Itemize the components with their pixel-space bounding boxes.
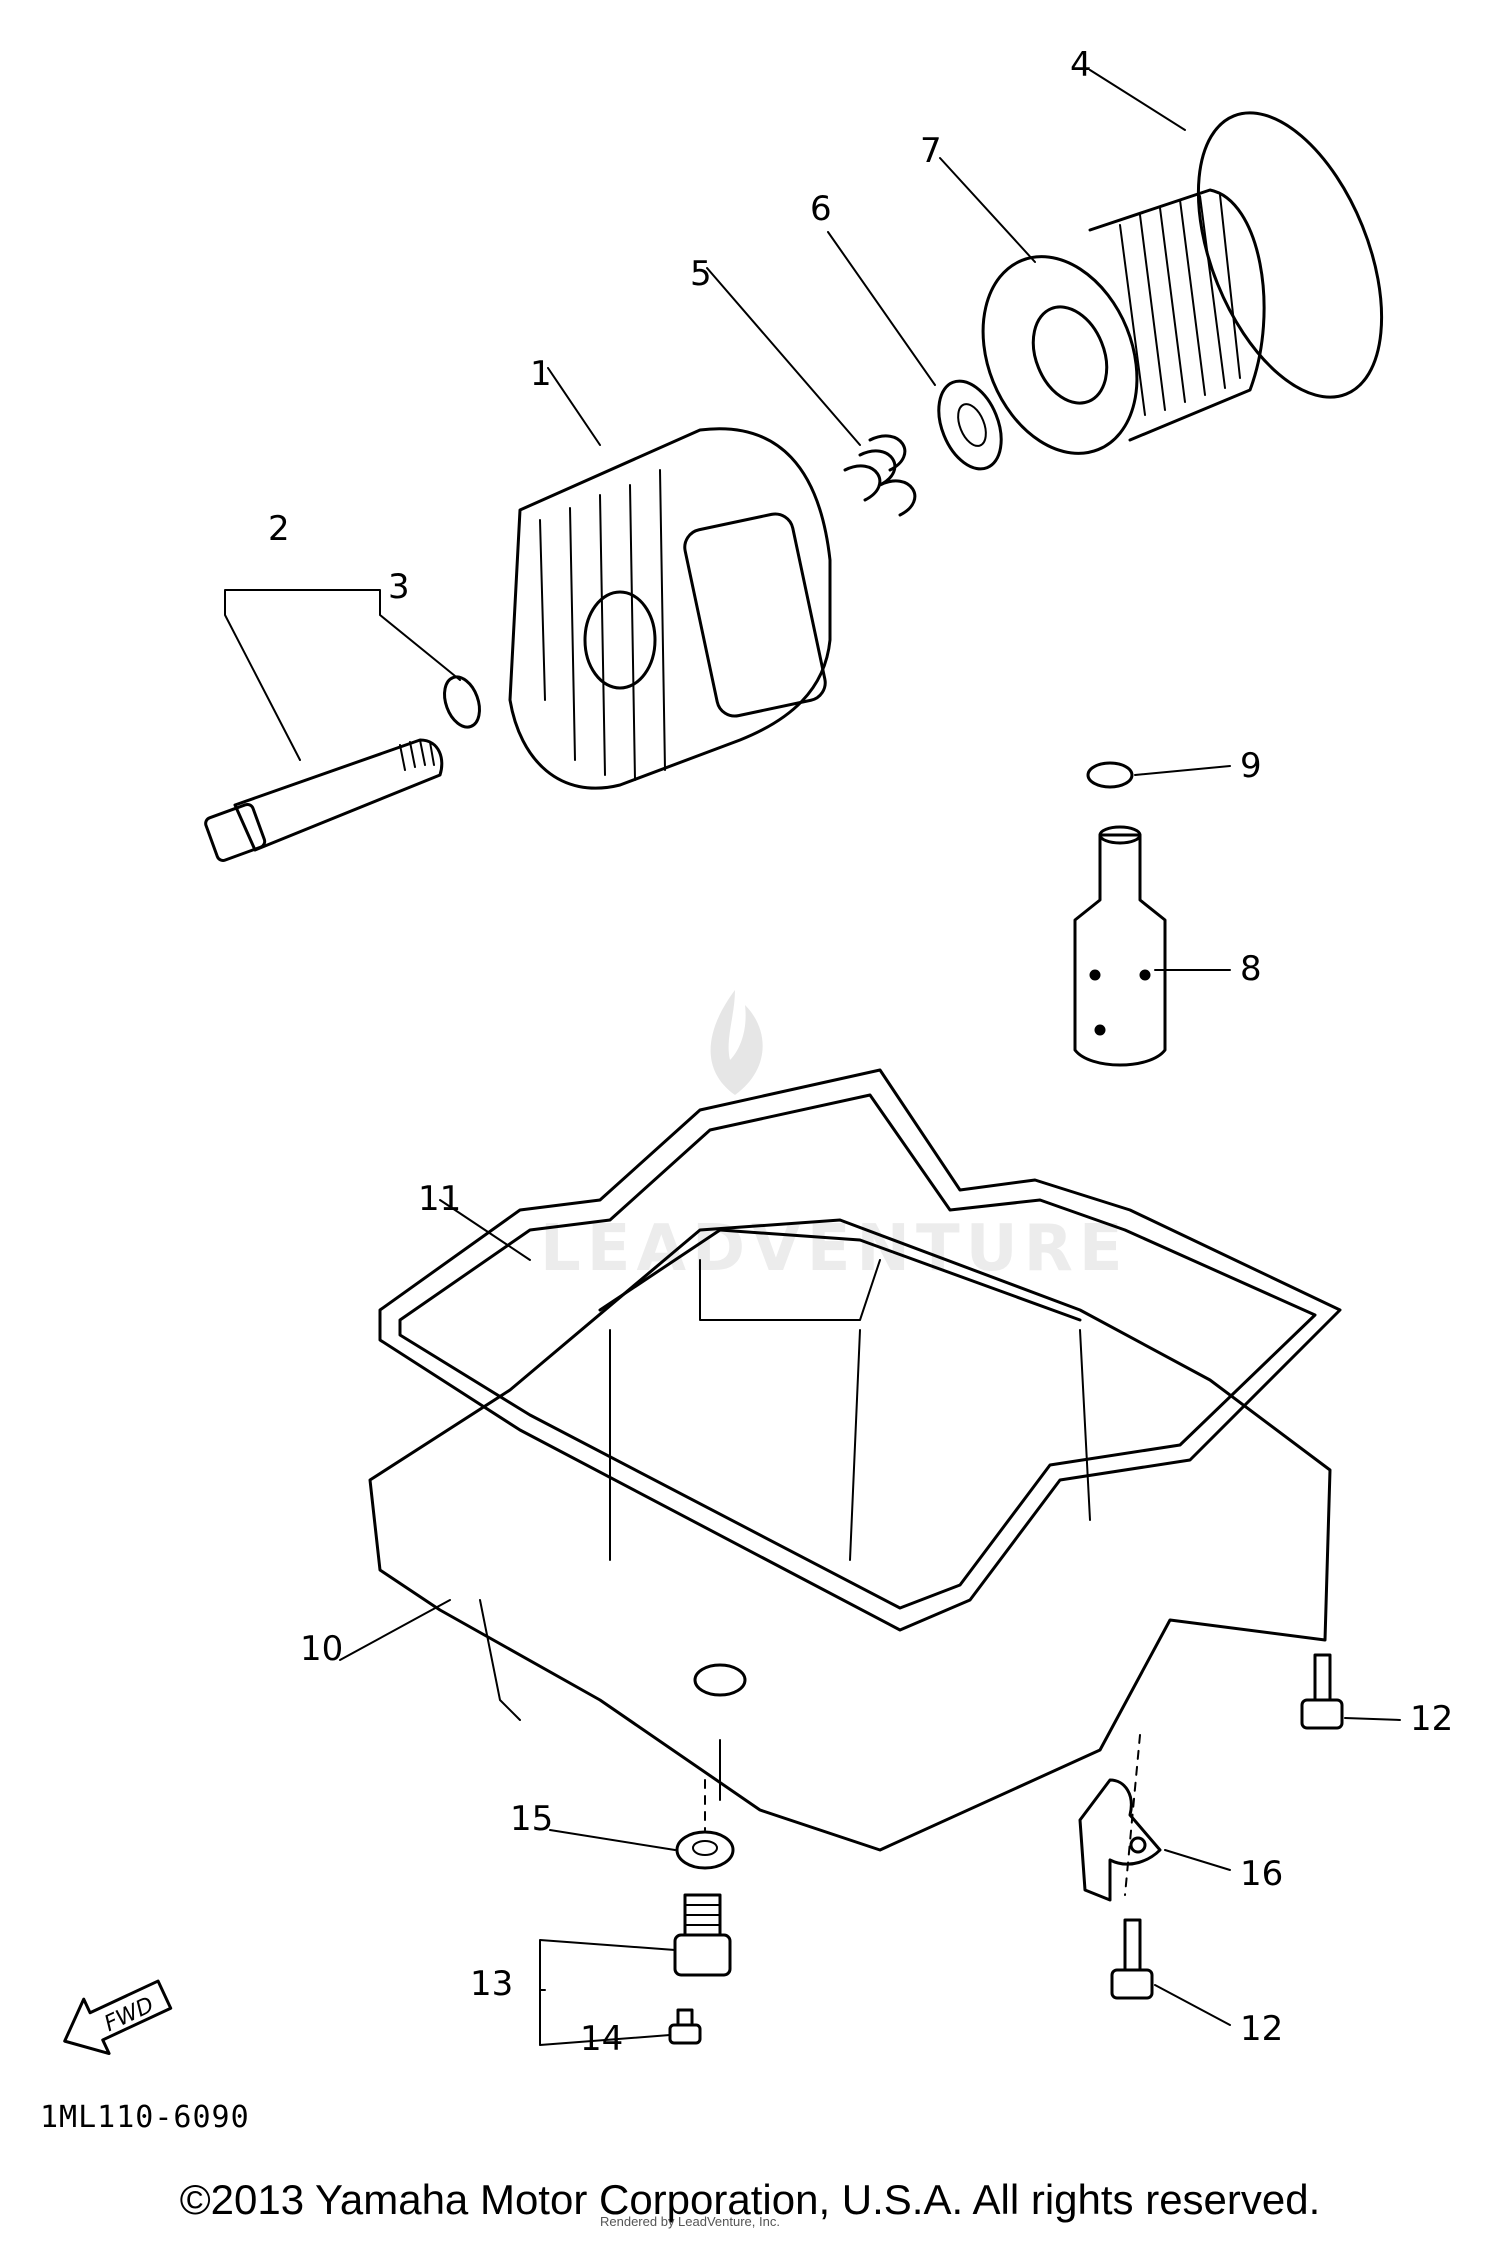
callout-5: 5 [690, 254, 712, 294]
callout-15: 15 [510, 1799, 553, 1839]
leader-lines [224, 69, 1401, 2046]
callout-10: 10 [300, 1629, 343, 1669]
attribution-text: Rendered by LeadVenture, Inc. [600, 2214, 780, 2229]
callout-12-lower: 12 [1240, 2009, 1283, 2049]
part-10-oil-pan [368, 1218, 1332, 1852]
part-12-bolt-upper [1300, 1653, 1344, 1730]
part-3-o-ring [443, 675, 481, 729]
callout-6: 6 [810, 189, 832, 229]
part-8-relief-valve [1073, 825, 1167, 1067]
fwd-arrow-icon: FWD [63, 1979, 173, 2056]
part-5-spring [843, 434, 917, 517]
part-4-o-ring [1196, 111, 1384, 399]
part-13-drain-bolt [673, 1893, 732, 1977]
part-14-bolt [668, 2008, 702, 2045]
callout-numbers: 4 7 6 5 1 2 3 9 8 11 10 12 15 16 13 12 1… [268, 45, 1453, 2059]
part-9-o-ring [1086, 761, 1134, 789]
copyright-notice: ©2013 Yamaha Motor Corporation, U.S.A. A… [179, 2176, 1321, 2223]
callout-2: 2 [268, 509, 290, 549]
callout-8: 8 [1240, 949, 1262, 989]
flame-logo-icon [710, 990, 763, 1095]
callout-12-upper: 12 [1410, 1699, 1453, 1739]
part-1-filter-cover [508, 427, 832, 790]
callout-11: 11 [418, 1179, 461, 1219]
fwd-label: FWD [101, 1993, 158, 2037]
watermark: LEADVENTURE [540, 990, 1129, 1286]
callout-4: 4 [1070, 45, 1092, 85]
callout-3: 3 [388, 567, 410, 607]
callout-13: 13 [470, 1964, 513, 2004]
callout-7: 7 [920, 131, 942, 171]
part-11-gasket [378, 1068, 1342, 1632]
watermark-text: LEADVENTURE [540, 1212, 1129, 1286]
diagram-code: 1ML110-6090 [40, 2100, 250, 2135]
callout-14: 14 [580, 2019, 623, 2059]
callout-16: 16 [1240, 1854, 1283, 1894]
part-7-oil-filter [981, 188, 1266, 455]
part-12-bolt-lower [1110, 1918, 1154, 2000]
part-16-bracket [1078, 1778, 1162, 1902]
part-6-washer [937, 379, 1003, 471]
part-2-bolt [204, 738, 444, 862]
callout-9: 9 [1240, 746, 1262, 786]
callout-1: 1 [530, 354, 552, 394]
part-15-washer [675, 1830, 735, 1870]
